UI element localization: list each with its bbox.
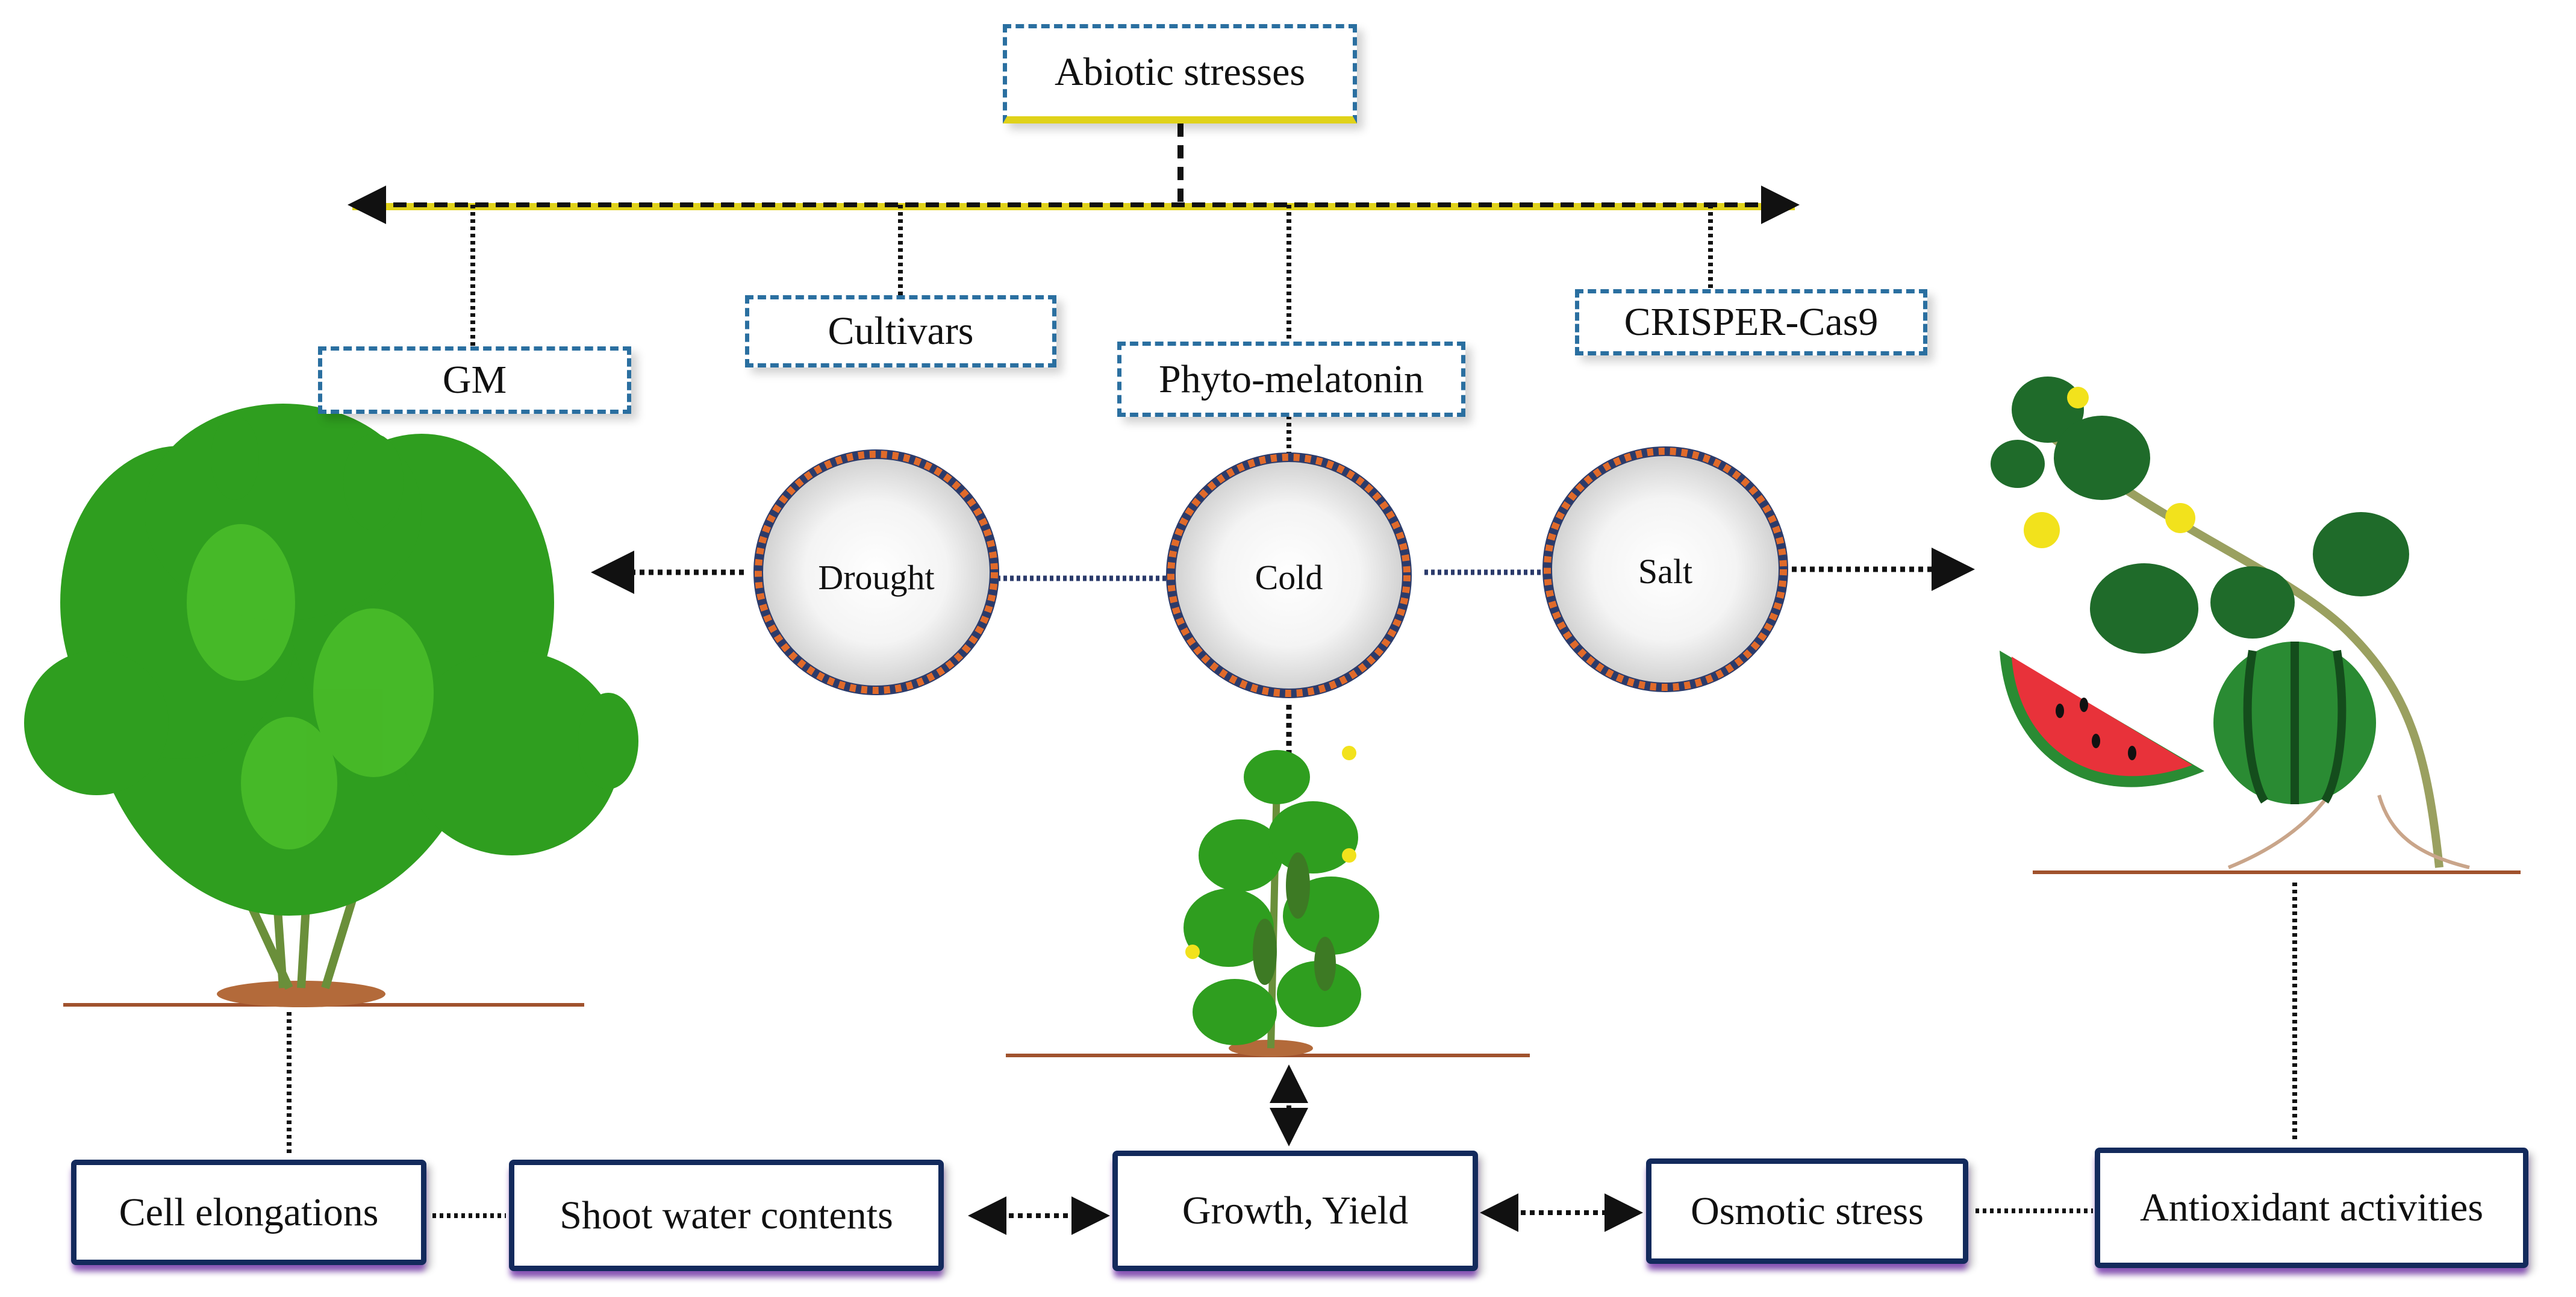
approach-label-cultivars: Cultivars [828,309,974,353]
effect-label-cell-elongations: Cell elongations [119,1190,379,1234]
approach-box-crisper-cas9: CRISPER-Cas9 [1575,289,1927,355]
moringa-plant [24,404,638,1007]
abiotic-stresses-box: Abiotic stresses [1003,24,1357,123]
effect-label-growth-yield: Growth, Yield [1182,1189,1409,1233]
stress-circles [753,446,1788,698]
effect-box-shoot-water-contents: Shoot water contents [509,1160,944,1271]
circle-drought [753,449,999,695]
effect-label-osmotic-stress: Osmotic stress [1691,1189,1924,1233]
circle-salt [1542,446,1788,692]
approach-label-crisper-cas9: CRISPER-Cas9 [1624,300,1879,344]
effect-label-shoot-water-contents: Shoot water contents [560,1193,893,1237]
effect-box-antioxidant-activities: Antioxidant activities [2095,1148,2528,1268]
effect-label-antioxidant-activities: Antioxidant activities [2139,1186,2484,1230]
abiotic-stresses-label: Abiotic stresses [1054,50,1306,94]
watermelon-plant [1991,377,2521,874]
stress-label-salt: Salt [1638,552,1693,591]
approach-label-phyto-melatonin: Phyto-melatonin [1159,357,1424,401]
approach-box-phyto-melatonin: Phyto-melatonin [1117,342,1465,417]
stress-label-drought: Drought [818,558,935,597]
effect-box-growth-yield: Growth, Yield [1112,1151,1478,1271]
effect-box-cell-elongations: Cell elongations [71,1160,426,1265]
effect-box-osmotic-stress: Osmotic stress [1646,1158,1968,1264]
circle-cold [1166,452,1412,698]
approach-box-gm: GM [318,346,631,414]
connectors [287,123,2297,1235]
approach-label-gm: GM [442,358,507,402]
stress-label-cold: Cold [1255,558,1323,597]
cucumber-plant [1006,746,1530,1057]
approach-box-cultivars: Cultivars [745,295,1056,367]
